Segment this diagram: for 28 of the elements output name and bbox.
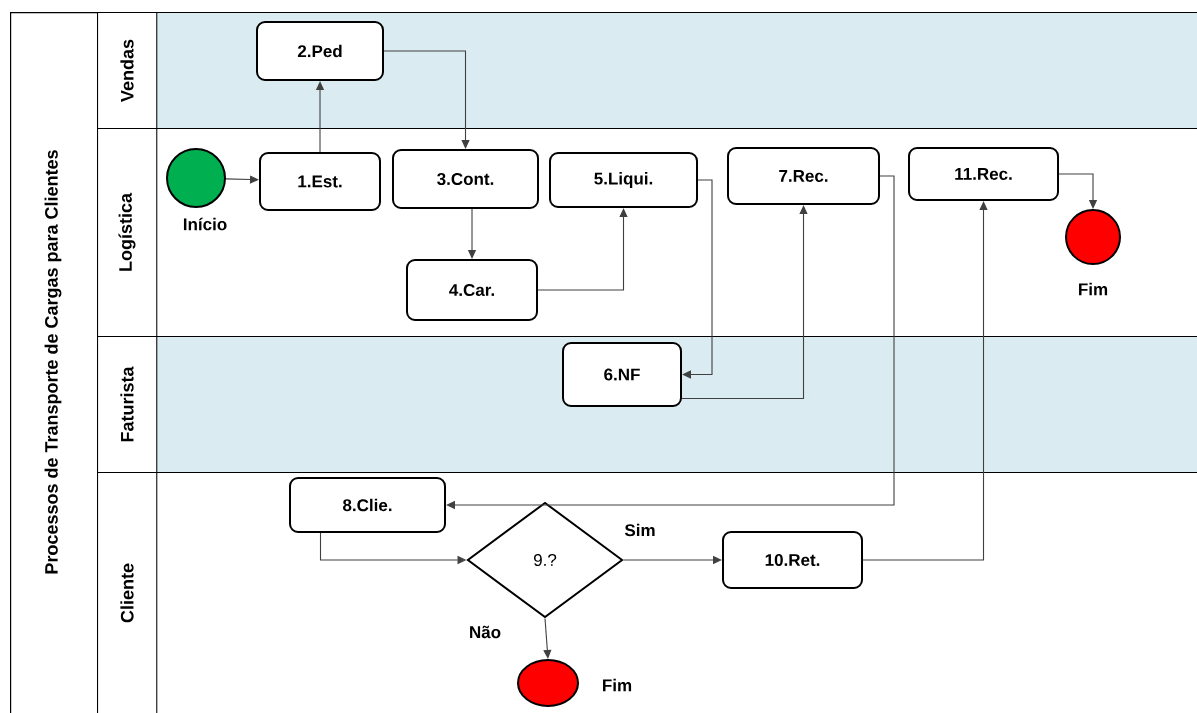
process-box: 5.Liqui. bbox=[549, 152, 698, 208]
arrow bbox=[446, 175, 895, 510]
process-box: 6.NF bbox=[562, 342, 682, 407]
arrow bbox=[383, 50, 470, 149]
arrow bbox=[682, 179, 713, 379]
process-box: 7.Rec. bbox=[727, 147, 880, 205]
arrow bbox=[543, 617, 552, 659]
event-circle bbox=[1065, 209, 1121, 265]
process-box: 8.Clie. bbox=[289, 477, 446, 533]
process-box: 2.Ped bbox=[256, 21, 384, 81]
edge-label: Não bbox=[470, 625, 501, 639]
arrow bbox=[225, 175, 259, 184]
edge-label: Sim bbox=[624, 523, 655, 537]
arrow bbox=[537, 208, 628, 291]
event-label: Fim bbox=[603, 678, 632, 692]
arrow bbox=[1058, 173, 1098, 209]
pool-header: Processos de Transporte de Cargas para Clientes bbox=[10, 12, 99, 713]
event-circle bbox=[517, 659, 579, 707]
event-label: Início bbox=[183, 217, 227, 231]
process-box: 1.Est. bbox=[259, 152, 381, 211]
arrow bbox=[862, 201, 988, 561]
process-box: 4.Car. bbox=[406, 259, 538, 321]
process-box: 3.Cont. bbox=[392, 149, 539, 209]
arrow bbox=[681, 205, 808, 400]
event-label: Fim bbox=[1079, 282, 1108, 296]
process-box: 11.Rec. bbox=[908, 147, 1059, 201]
process-box: 10.Ret. bbox=[722, 531, 863, 589]
event-circle bbox=[166, 148, 226, 208]
